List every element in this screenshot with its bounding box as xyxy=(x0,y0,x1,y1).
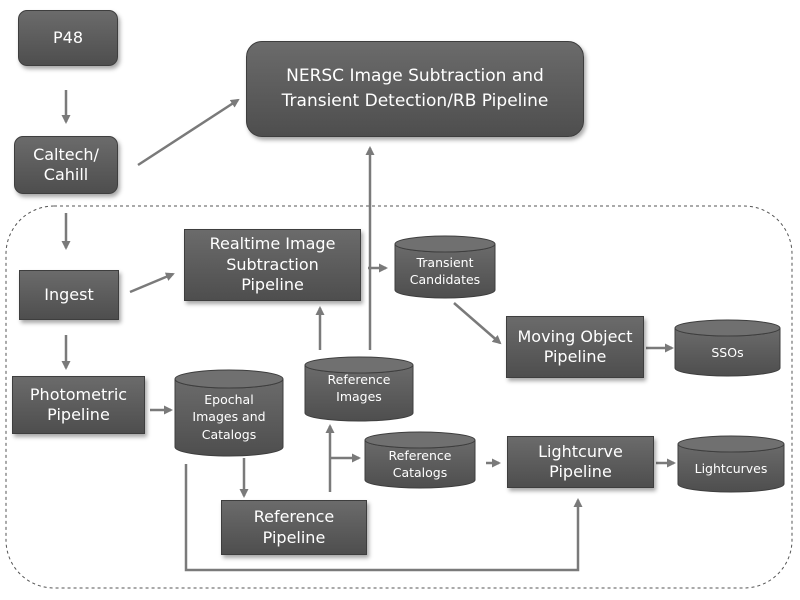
db-lightcurves: Lightcurves xyxy=(677,435,785,493)
node-lightcurve-pipeline: Lightcurve Pipeline xyxy=(507,436,654,488)
db-epochal-images-catalogs: Epochal Images and Catalogs xyxy=(174,369,284,457)
db-epochal-label: Epochal Images and Catalogs xyxy=(192,392,266,442)
node-realtime-label: Realtime Image Subtraction Pipeline xyxy=(209,234,336,295)
db-refimages-shape xyxy=(304,356,414,422)
node-reference-pipeline: Reference Pipeline xyxy=(221,500,367,555)
node-moving-label: Moving Object Pipeline xyxy=(517,326,633,366)
db-transient-candidates: Transient Candidates xyxy=(394,235,496,299)
db-refcatalogs-shape xyxy=(364,431,476,489)
db-lightcurves-shape xyxy=(677,435,785,493)
node-p48: P48 xyxy=(18,10,118,66)
db-reference-catalogs: Reference Catalogs xyxy=(364,431,476,489)
node-nersc-pipeline: NERSC Image Subtraction and Transient De… xyxy=(246,41,584,137)
node-lightcurve-label: Lightcurve Pipeline xyxy=(538,441,623,481)
db-reference-images: Reference Images xyxy=(304,356,414,422)
processing-region xyxy=(5,205,793,589)
db-ssos: SSOs xyxy=(674,319,781,377)
node-photometric-label: Photometric Pipeline xyxy=(29,384,128,424)
db-refimages-label: Reference Images xyxy=(327,372,391,405)
db-transient-label: Transient Candidates xyxy=(409,255,481,288)
node-realtime-pipeline: Realtime Image Subtraction Pipeline xyxy=(184,229,361,301)
db-refcatalogs-label: Reference Catalogs xyxy=(388,448,452,481)
node-caltech-label: Caltech/ Cahill xyxy=(33,144,99,184)
node-ingest: Ingest xyxy=(19,270,119,320)
node-moving-object-pipeline: Moving Object Pipeline xyxy=(506,316,644,378)
arrow-epochal-lightcurve xyxy=(184,464,583,572)
arrow-caltech-nersc xyxy=(137,98,240,167)
node-ingest-label: Ingest xyxy=(44,284,94,304)
db-ssos-shape xyxy=(674,319,781,377)
node-photometric-pipeline: Photometric Pipeline xyxy=(12,376,145,434)
db-lightcurves-label: Lightcurves xyxy=(694,461,768,476)
node-p48-label: P48 xyxy=(52,27,83,47)
node-refpipeline-label: Reference Pipeline xyxy=(253,507,335,547)
node-nersc-label: NERSC Image Subtraction and Transient De… xyxy=(281,66,549,111)
node-caltech-cahill: Caltech/ Cahill xyxy=(14,136,118,194)
db-epochal-shape xyxy=(174,369,284,457)
db-transient-shape xyxy=(394,235,496,299)
arrow-transient-moving xyxy=(453,302,502,345)
arrow-ingest-realtime xyxy=(129,272,175,294)
db-ssos-label: SSOs xyxy=(711,345,744,360)
